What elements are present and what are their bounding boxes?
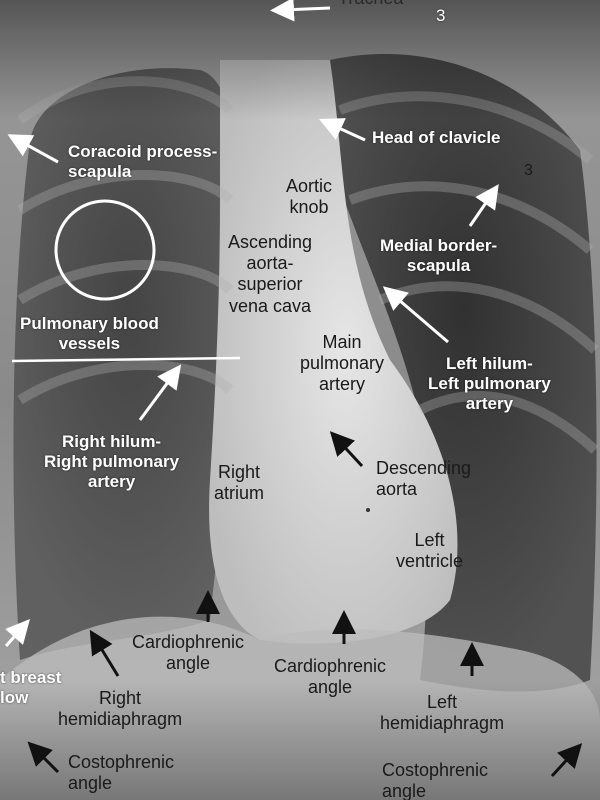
label-head-of-clavicle: Head of clavicle bbox=[372, 128, 501, 147]
label-medial-border-scapula: Medial border-scapula bbox=[380, 236, 498, 276]
label-coracoid-process: Coracoid process-scapula bbox=[68, 142, 218, 182]
page-number-top: 3 bbox=[436, 6, 446, 25]
label-trachea: Trachea bbox=[338, 0, 403, 9]
page-number-right: 3 bbox=[524, 162, 533, 179]
